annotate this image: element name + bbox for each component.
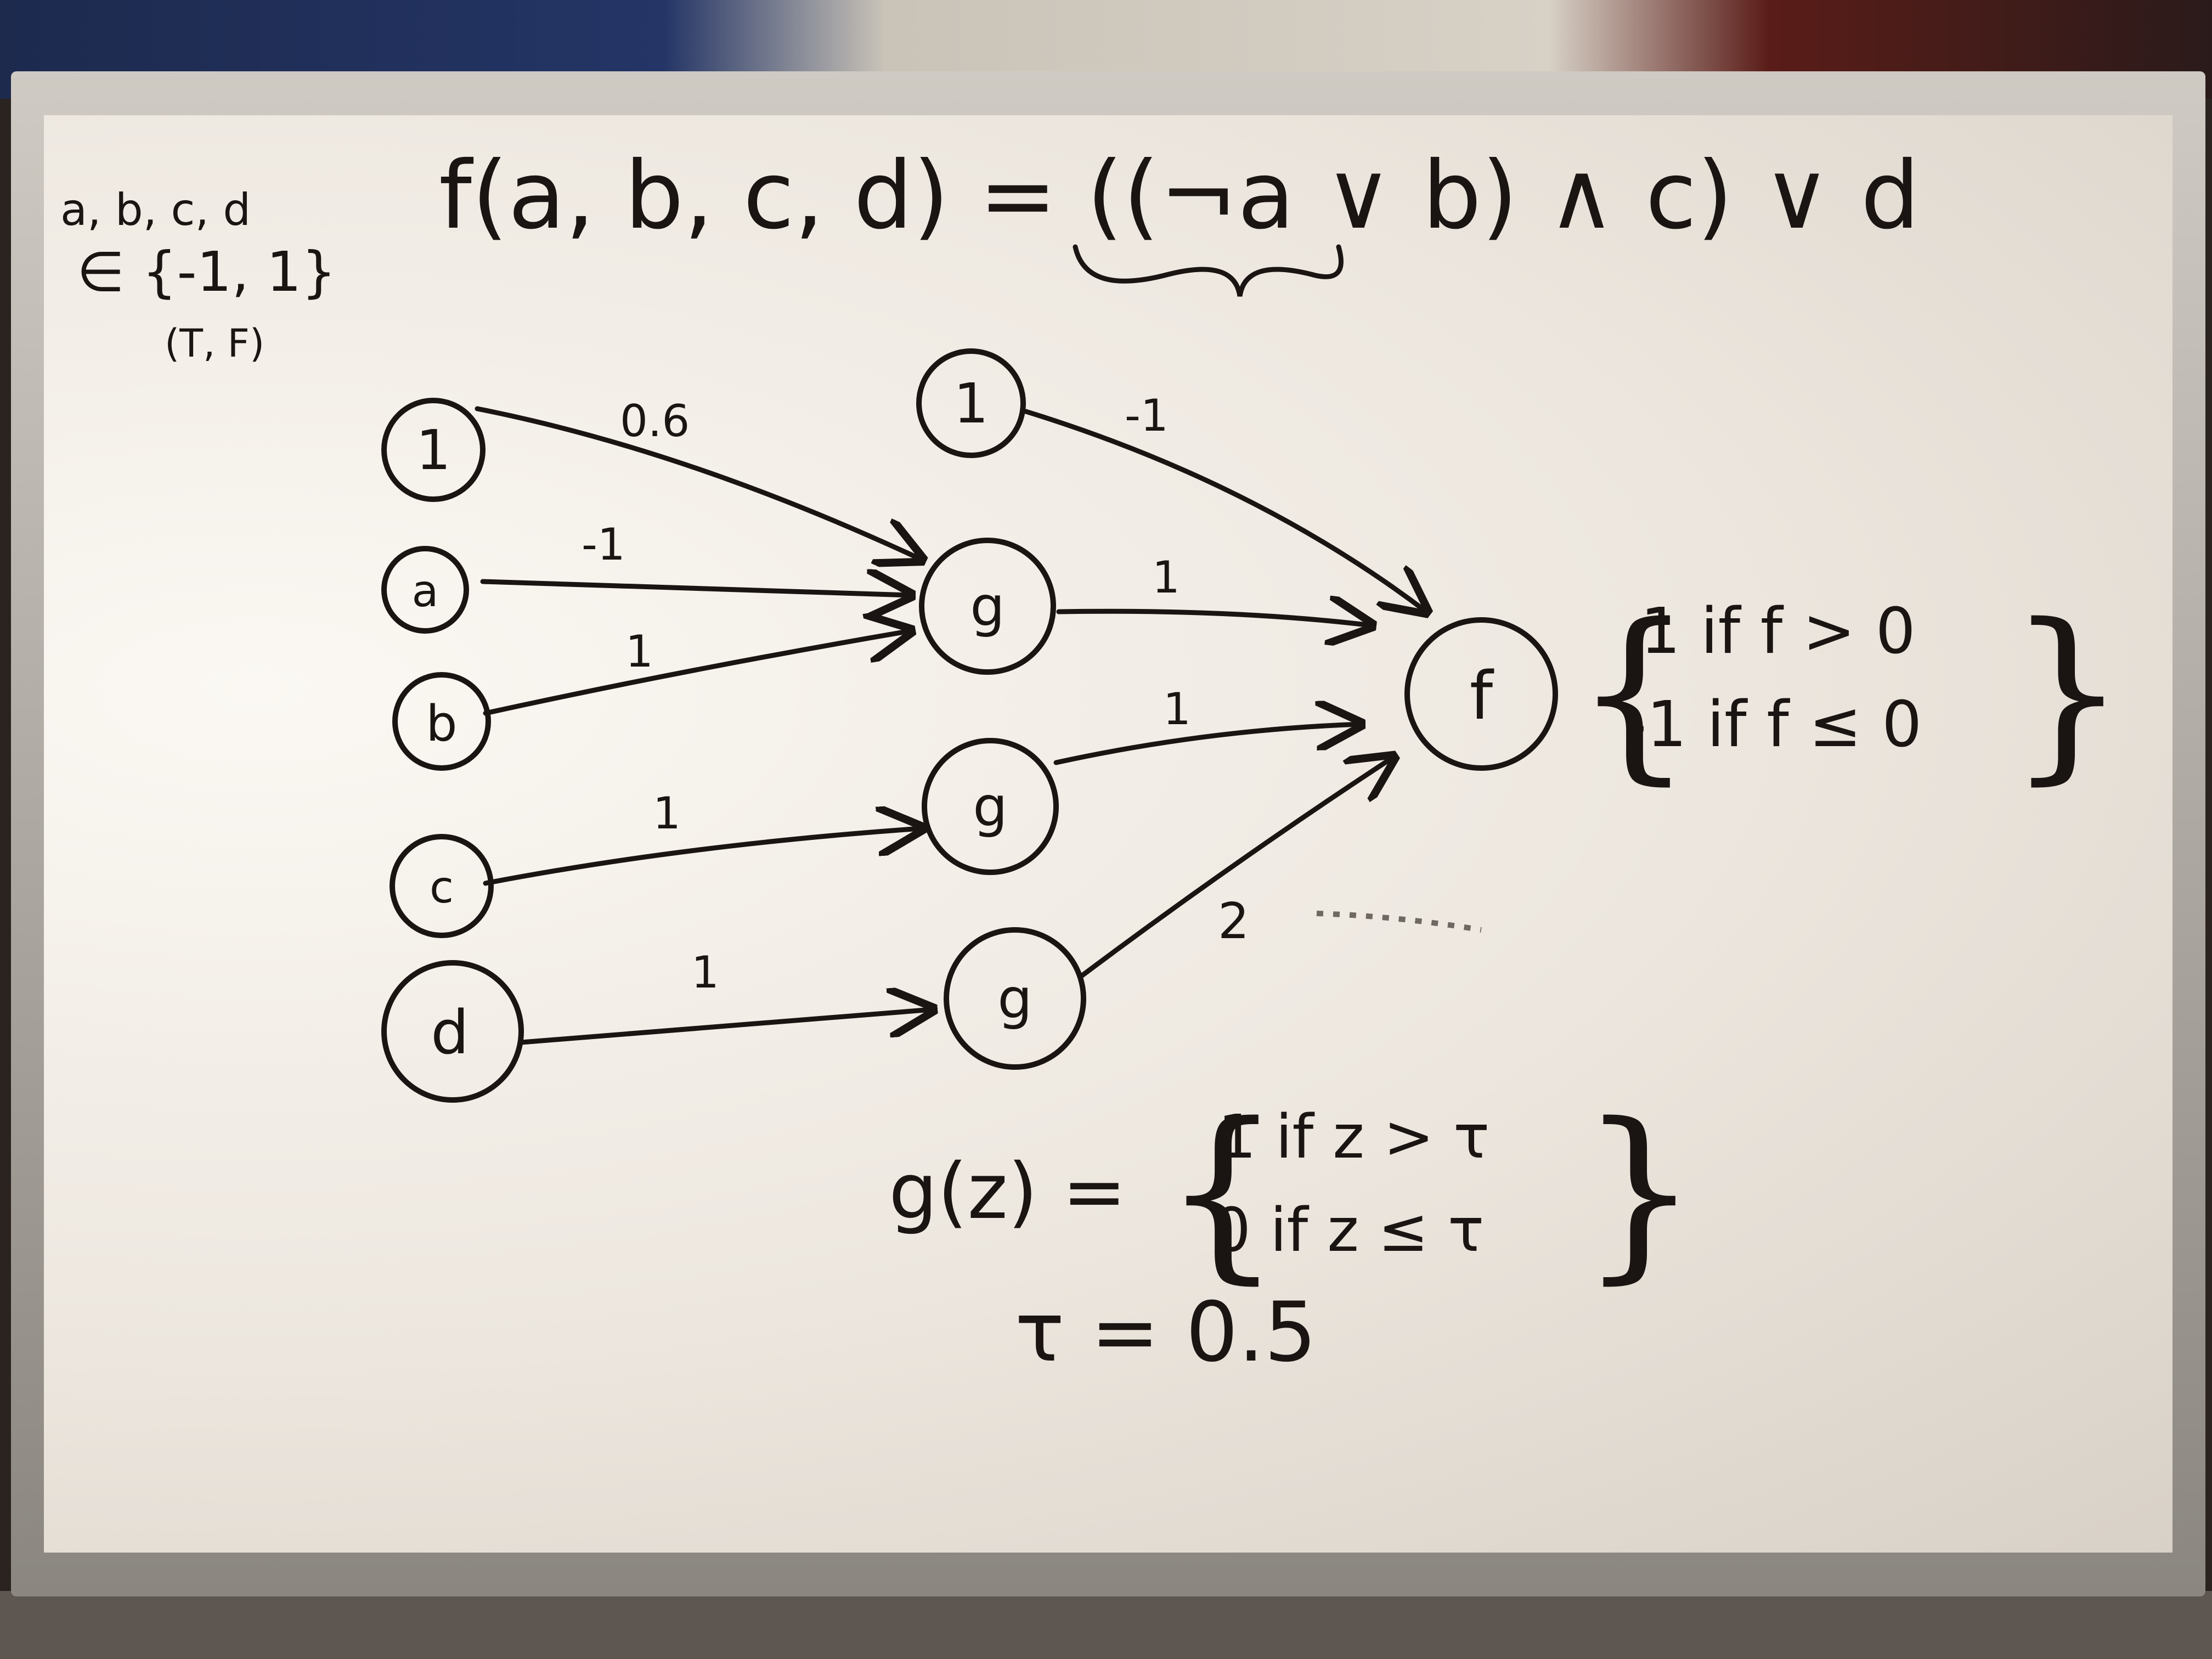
node-g1: g <box>919 538 1056 675</box>
node-bias-input-label: 1 <box>416 418 451 482</box>
node-g3-label: g <box>997 967 1032 1031</box>
weight-a-g1: -1 <box>582 519 625 570</box>
weight-b-g1: 1 <box>625 626 653 677</box>
node-f-label: f <box>1470 658 1494 735</box>
node-g3: g <box>944 927 1086 1070</box>
node-f-output: f <box>1404 617 1558 771</box>
edge-g1-to-f <box>1056 611 1372 625</box>
weight-g3-f: 2 <box>1218 893 1249 950</box>
f-case-positive: 1 if f > 0 <box>1640 595 1916 668</box>
weight-bias-f: -1 <box>1125 390 1169 441</box>
edge-c-to-g2 <box>483 828 922 886</box>
node-g2-label: g <box>973 775 1007 839</box>
weight-d-g3: 1 <box>691 947 719 998</box>
edge-a-to-g1 <box>480 582 911 595</box>
g-case-below: 0 if z ≤ τ <box>1212 1195 1484 1265</box>
boolean-formula: f(a, b, c, d) = ((¬a ∨ b) ∧ c) ∨ d <box>439 142 1920 250</box>
g-right-brace: } <box>1580 1084 1699 1301</box>
subexpression-underbrace <box>1073 244 1344 297</box>
f-left-brace: { <box>1575 584 1693 802</box>
whiteboard-surface <box>44 115 2172 1553</box>
node-a-label: a <box>411 566 438 617</box>
f-right-brace: } <box>2008 584 2126 802</box>
node-g1-label: g <box>970 574 1005 639</box>
node-c: c <box>390 834 494 938</box>
variables-label: a, b, c, d <box>60 184 251 235</box>
cloth-background <box>0 1591 2212 1659</box>
weight-bias-g1: 0.6 <box>620 396 690 447</box>
node-bias-hidden: 1 <box>916 348 1026 458</box>
node-c-label: c <box>430 862 454 913</box>
node-d-label: d <box>431 997 469 1068</box>
node-g2: g <box>922 738 1059 875</box>
node-d: d <box>381 960 524 1103</box>
edge-bias-to-f <box>1023 409 1426 612</box>
node-a: a <box>381 546 469 634</box>
f-case-negative: -1 if f ≤ 0 <box>1624 688 1922 761</box>
edge-g2-to-f <box>1053 724 1361 765</box>
ink-smudge <box>1316 911 1482 933</box>
node-b: b <box>392 672 491 771</box>
edge-bias-to-g1 <box>475 406 922 560</box>
edge-d-to-g3 <box>518 1009 933 1045</box>
edge-g3-to-f <box>1078 757 1393 979</box>
weight-g1-f: 1 <box>1152 552 1180 603</box>
weight-c-g2: 1 <box>653 788 681 839</box>
truth-mapping-label: (T, F) <box>165 321 264 366</box>
tau-threshold: τ = 0.5 <box>1015 1285 1317 1380</box>
weight-g2-f: 1 <box>1163 684 1191 735</box>
g-function-lhs: g(z) = <box>889 1147 1126 1237</box>
node-bias-input: 1 <box>381 398 486 502</box>
g-case-above: 1 if z > τ <box>1218 1102 1489 1172</box>
value-set-label: ∈ {-1, 1} <box>77 240 336 304</box>
edge-b-to-g1 <box>483 631 911 716</box>
g-left-brace: { <box>1163 1084 1282 1301</box>
node-bias-hidden-label: 1 <box>953 371 989 436</box>
node-b-label: b <box>426 695 457 753</box>
